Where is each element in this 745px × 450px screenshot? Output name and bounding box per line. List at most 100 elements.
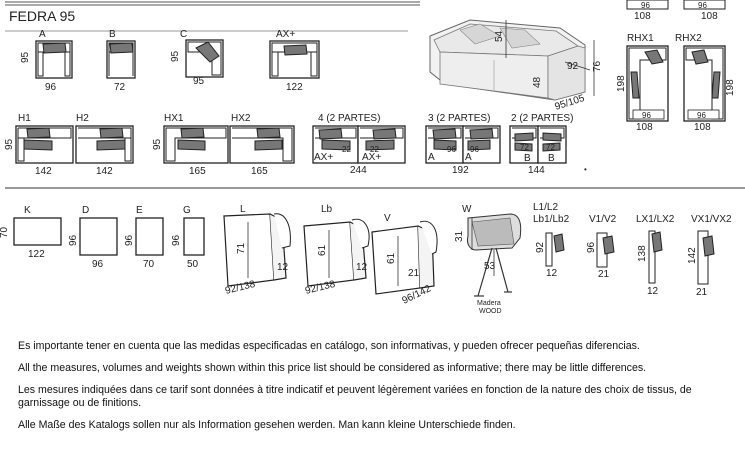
width-label: 12 bbox=[546, 268, 558, 279]
module-label: Lb bbox=[321, 204, 333, 215]
module-D: D 96 96 bbox=[68, 205, 118, 270]
cut-inner: 96 bbox=[641, 1, 650, 10]
module-label: W bbox=[462, 204, 472, 215]
part-label: AX+ bbox=[362, 152, 381, 163]
width-label: 96 bbox=[45, 82, 57, 93]
width-label: 122 bbox=[28, 249, 45, 260]
module-label: C bbox=[180, 29, 187, 40]
module-H1: H1 142 95 bbox=[4, 113, 74, 177]
width-label: 12 bbox=[647, 286, 659, 297]
arm-label: 12 bbox=[356, 262, 368, 273]
chaise-Lb: Lb 61 12 92/138 bbox=[303, 204, 370, 297]
dim-back: 54 bbox=[494, 30, 505, 42]
part-inner: 22 bbox=[342, 145, 351, 154]
module-label: HX2 bbox=[231, 113, 251, 124]
height-label: 92 bbox=[535, 241, 546, 253]
depth-label: 70 bbox=[0, 226, 10, 238]
module-G: G 50 96 bbox=[171, 205, 205, 270]
cushion-VX1VX2: VX1/VX2 142 21 bbox=[687, 214, 732, 298]
width-label: 72 bbox=[114, 82, 126, 93]
width-label: 142 bbox=[96, 166, 113, 177]
cushion-V1V2: V1/V2 96 21 bbox=[586, 214, 617, 280]
set-4-parts: 4 (2 PARTES) AX+ 22 22 AX+ 244 bbox=[312, 113, 406, 176]
part-inner: 96 bbox=[447, 145, 456, 154]
part-inner: 22 bbox=[370, 145, 379, 154]
depth-label: 53 bbox=[484, 261, 496, 272]
height-label: 138 bbox=[637, 245, 648, 262]
width-label: 70 bbox=[143, 259, 155, 270]
height-label: 96 bbox=[586, 241, 597, 253]
part-label: B bbox=[524, 153, 531, 164]
module-label: RHX2 bbox=[675, 33, 702, 44]
part-inner: 96 bbox=[470, 145, 479, 154]
depth-label: 96 bbox=[171, 234, 182, 246]
module-label: H1 bbox=[18, 113, 31, 124]
depth-label: 95 bbox=[20, 51, 31, 63]
depth-label: 198 bbox=[616, 75, 627, 92]
cushion-L1L2: L1/L2 Lb1/Lb2 92 12 bbox=[533, 202, 570, 279]
inner-label: 96 bbox=[642, 111, 651, 120]
depth-label: 96 bbox=[68, 234, 79, 246]
height-label: 71 bbox=[236, 242, 247, 254]
note-es: Es importante tener en cuenta que las me… bbox=[18, 340, 640, 352]
depth-label: 95 bbox=[170, 50, 181, 62]
module-label: H2 bbox=[76, 113, 89, 124]
module-label: G bbox=[183, 205, 191, 216]
cut-width: 108 bbox=[701, 11, 718, 22]
part-label: B bbox=[548, 153, 555, 164]
arm-label: 21 bbox=[408, 268, 420, 279]
part-inner: 72 bbox=[546, 143, 555, 152]
module-label: E bbox=[136, 205, 143, 216]
set-label: 4 (2 PARTES) bbox=[318, 113, 380, 124]
disclaimer-notes: Es importante tener en cuenta que las me… bbox=[18, 340, 730, 441]
module-label: V bbox=[384, 213, 391, 224]
module-RHX2: RHX2 96 108 bbox=[675, 33, 726, 133]
width-label: 165 bbox=[189, 166, 206, 177]
module-label: L bbox=[240, 204, 246, 215]
inner-label: 96 bbox=[697, 111, 706, 120]
module-label: AX+ bbox=[276, 29, 295, 40]
module-RHX1: RHX1 96 108 198 bbox=[616, 33, 669, 133]
width-label: 142 bbox=[35, 166, 52, 177]
module-HX2: HX2 165 bbox=[229, 113, 295, 177]
width-label: 122 bbox=[286, 82, 303, 93]
dim-height: 76 bbox=[592, 60, 603, 72]
note-de: Alle Maße des Katalogs sollen nur als In… bbox=[18, 419, 516, 431]
module-label: A bbox=[39, 29, 46, 40]
module-label: D bbox=[82, 205, 89, 216]
material-line1: Madera bbox=[477, 300, 501, 307]
cushion-label: V1/V2 bbox=[589, 214, 617, 225]
module-HX1: HX1 165 95 bbox=[152, 113, 229, 177]
dim-seat: 48 bbox=[532, 76, 543, 88]
width-label: 108 bbox=[694, 122, 711, 133]
set-2-parts: 2 (2 PARTES) 72 72 B B 144 bbox=[509, 113, 573, 176]
side-mark: 198 bbox=[725, 79, 736, 96]
width-label: 144 bbox=[528, 165, 545, 176]
part-label: AX+ bbox=[314, 152, 333, 163]
height-label: 61 bbox=[386, 252, 397, 264]
cushion-label-2: Lb1/Lb2 bbox=[533, 214, 570, 225]
corner-top-cut: 96 108 96 108 bbox=[626, 0, 726, 22]
note-fr: Les mesures indiquées dans ce tarif sont… bbox=[18, 384, 692, 409]
module-A: A 96 95 bbox=[20, 29, 73, 93]
cut-width: 108 bbox=[634, 11, 651, 22]
cushion-label-1: L1/L2 bbox=[533, 202, 558, 213]
width-label: 95 bbox=[193, 76, 205, 87]
cut-inner: 96 bbox=[698, 1, 707, 10]
module-B: B 72 bbox=[106, 29, 136, 93]
chaise-V: V 61 21 96/142 bbox=[371, 213, 438, 307]
width-label: 96 bbox=[92, 259, 104, 270]
set-label: 2 (2 PARTES) bbox=[511, 113, 573, 124]
height-label: 31 bbox=[454, 230, 465, 242]
width-label: 165 bbox=[251, 166, 268, 177]
width-label: 21 bbox=[598, 269, 610, 280]
chaise-L: L 71 12 92/138 bbox=[223, 204, 291, 297]
module-label: B bbox=[109, 29, 116, 40]
module-E: E 70 96 bbox=[124, 205, 164, 270]
sofa-illustration: 54 92 76 48 95/105 bbox=[429, 19, 603, 113]
headrest-W: W 31 53 Madera WOOD bbox=[454, 204, 522, 315]
cushion-LX1LX2: LX1/LX2 138 12 bbox=[636, 214, 675, 297]
small-dot: • bbox=[584, 165, 587, 174]
width-label: 50 bbox=[187, 259, 199, 270]
set-label: 3 (2 PARTES) bbox=[428, 113, 490, 124]
